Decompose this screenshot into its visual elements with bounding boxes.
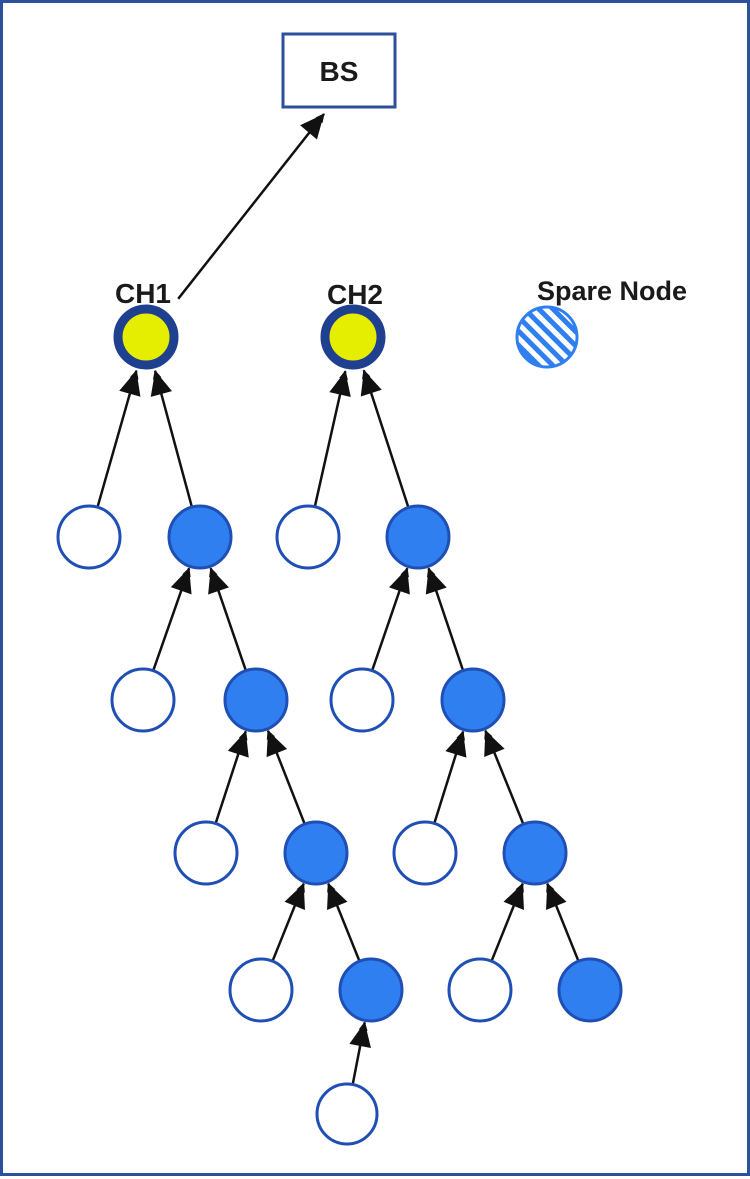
idle-node-b7: [447, 957, 513, 1023]
ch1-label: CH1: [115, 278, 171, 309]
base-station: BS: [281, 32, 397, 109]
arrowhead-a5-to-a4: [227, 731, 249, 758]
arrowhead-a7-to-a6: [284, 883, 305, 910]
spare-node: Spare Node: [515, 276, 687, 369]
active-node-a6: [283, 820, 349, 886]
active-node-b2: [385, 504, 451, 570]
arrowhead-a8-to-a6: [327, 883, 348, 910]
active-node-b6: [502, 820, 568, 886]
base-station-label: BS: [320, 56, 359, 87]
links-layer: [96, 113, 580, 1085]
arrowhead-a4-to-a2: [208, 568, 229, 595]
idle-node-a3: [110, 667, 176, 733]
active-node-a4: [223, 667, 289, 733]
arrowhead-a2-to-ch1: [150, 370, 172, 397]
arrowhead-ch1-to-bs: [300, 114, 324, 140]
arrowhead-b2-to-ch2: [360, 370, 382, 397]
spare-node-circle: [515, 305, 579, 369]
arrowhead-b3-to-b2: [389, 568, 410, 595]
idle-node-a9: [315, 1082, 379, 1146]
active-node-a8: [338, 957, 404, 1023]
idle-node-b3: [329, 667, 395, 733]
arrowhead-b1-to-ch2: [329, 371, 351, 397]
idle-node-a7: [228, 957, 294, 1023]
cluster-head-ch1: [113, 304, 179, 370]
arrowhead-a3-to-a2: [170, 568, 192, 595]
arrowhead-b8-to-b6: [546, 883, 567, 910]
idle-node-b1: [275, 504, 341, 570]
nodes-layer: [56, 304, 623, 1146]
active-node-b8: [557, 957, 623, 1023]
link-b2-to-ch2: [362, 369, 410, 508]
idle-node-a1: [56, 504, 122, 570]
idle-node-a5: [173, 820, 239, 886]
arrowhead-a1-to-ch1: [119, 370, 141, 397]
network-diagram: BS CH1 CH2 Spare Node: [56, 32, 687, 1146]
link-ch1-to-bs: [177, 113, 325, 300]
arrowhead-a9-to-a8: [349, 1022, 371, 1049]
arrowhead-b7-to-b6: [503, 883, 524, 910]
arrowhead-b4-to-b2: [425, 568, 447, 595]
active-node-b4: [440, 667, 506, 733]
arrowhead-b5-to-b4: [445, 731, 467, 758]
cluster-head-ch2: [320, 304, 386, 370]
arrowhead-a6-to-a4: [266, 730, 288, 758]
spare-node-label: Spare Node: [537, 276, 687, 306]
arrowhead-b6-to-b4: [484, 730, 505, 757]
idle-node-b5: [392, 820, 458, 886]
active-node-a2: [167, 504, 233, 570]
